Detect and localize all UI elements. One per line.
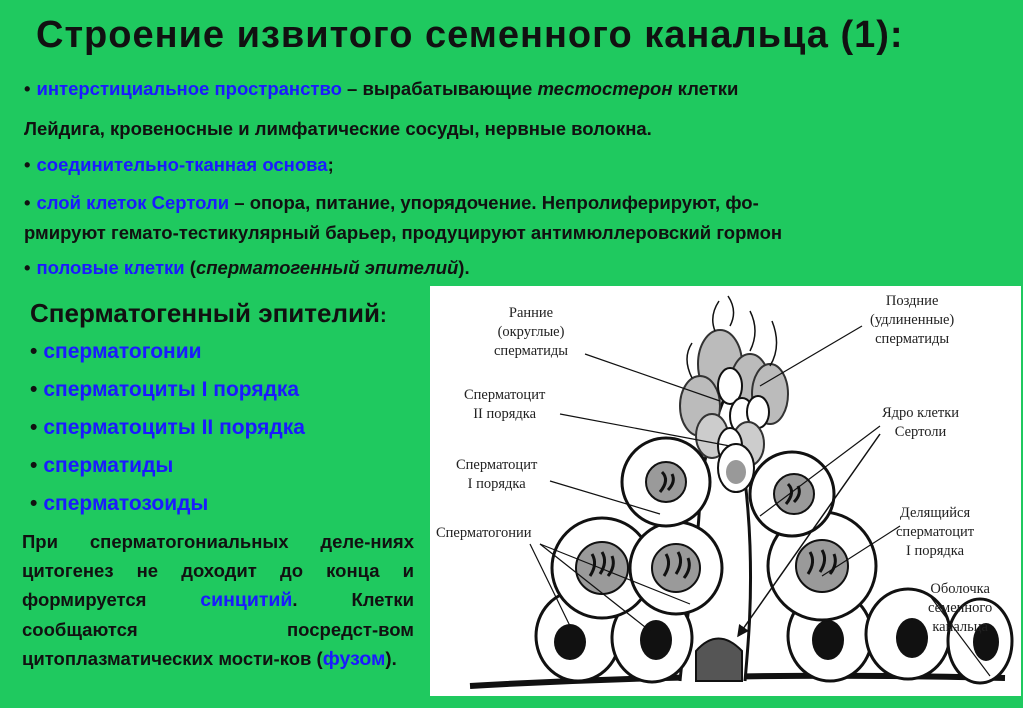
subtitle-epithelium: Сперматогенный эпителий: xyxy=(30,298,387,329)
para-text: При сперматогониальных деле-ниях цитоген… xyxy=(22,531,414,610)
bullet-interstitial-line2: Лейдига, кровеносные и лимфатические сос… xyxy=(24,118,652,139)
list-item-text: сперматогонии xyxy=(43,340,202,363)
bullet-interstitial: •интерстициальное пространство – вырабат… xyxy=(24,78,739,99)
term-fusome: фузом xyxy=(322,648,386,670)
text: – вырабатывающие xyxy=(341,78,538,99)
subtitle-text: Сперматогенный эпителий xyxy=(30,298,380,328)
label-spermatogonia: Сперматогонии xyxy=(436,525,532,541)
term-testosterone: тестостерон xyxy=(537,78,673,99)
term-epithelium: сперматогенный эпителий xyxy=(195,257,459,278)
list-item-text: сперматоциты II порядка xyxy=(43,416,305,439)
list-item: •сперматоциты II порядка xyxy=(30,416,305,439)
list-item-text: сперматоциты I порядка xyxy=(43,378,300,401)
para-text: ). xyxy=(385,648,397,669)
bullet-connective: •соединительно-тканная основа; xyxy=(24,154,334,175)
bullet-sertoli-line2: рмируют гемато-тестикулярный барьер, про… xyxy=(24,222,783,243)
subtitle-colon: : xyxy=(379,305,387,327)
term-connective: соединительно-тканная основа xyxy=(36,154,328,175)
tubule-diagram: Ранние(округлые)сперматиды Поздние(удлин… xyxy=(430,286,1021,696)
bullet-germ-cells: •половые клетки (сперматогенный эпителий… xyxy=(24,257,470,278)
text: ; xyxy=(327,154,334,175)
tubule-diagram-svg xyxy=(469,295,1014,689)
bullet-sertoli: •слой клеток Сертоли – опора, питание, у… xyxy=(24,192,759,213)
para-text: . Клетки сообщаются посредст-вом цитопла… xyxy=(22,589,414,669)
list-item: •сперматогонии xyxy=(30,340,202,363)
list-item-text: сперматиды xyxy=(43,454,174,477)
text: – опора, питание, упорядочение. Непролиф… xyxy=(229,192,759,213)
text: клетки xyxy=(672,78,739,99)
term-interstitial: интерстициальное пространство xyxy=(36,78,342,99)
page-title: Строение извитого семенного канальца (1)… xyxy=(36,14,904,56)
sertoli-nucleus xyxy=(695,637,743,682)
term-germ-cells: половые клетки xyxy=(36,257,185,278)
list-item: •сперматиды xyxy=(30,454,174,477)
text: ( xyxy=(184,257,196,278)
list-item-text: сперматозоиды xyxy=(43,492,209,515)
term-sertoli: слой клеток Сертоли xyxy=(36,192,230,213)
syncytium-paragraph: При сперматогониальных деле-ниях цитоген… xyxy=(22,527,414,674)
label-early-spermatids: Ранние(округлые)сперматиды xyxy=(494,305,569,359)
text: ). xyxy=(458,257,470,278)
term-syncytium: синцитий xyxy=(200,589,293,611)
label-late-spermatids: Поздние(удлиненные)сперматиды xyxy=(870,293,955,347)
list-item: •сперматоциты I порядка xyxy=(30,378,300,401)
list-item: •сперматозоиды xyxy=(30,492,209,515)
